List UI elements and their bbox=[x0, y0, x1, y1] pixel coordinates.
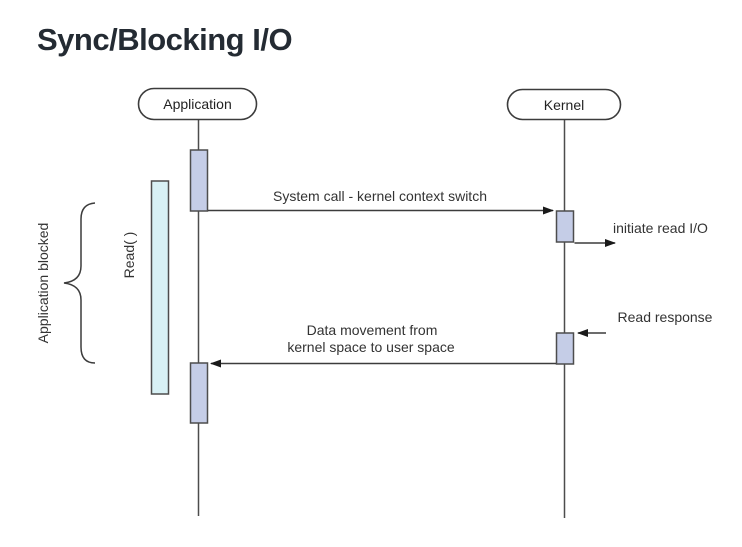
data-movement-label-line1: Data movement from bbox=[307, 322, 438, 338]
data-movement-label-line2: kernel space to user space bbox=[287, 339, 455, 355]
kernel-actor-box bbox=[506, 88, 622, 121]
blocked-brace bbox=[63, 202, 96, 364]
kernel-activation-bar-bottom bbox=[555, 332, 575, 365]
system-call-label: System call - kernel context switch bbox=[273, 188, 487, 204]
kernel-actor-label: Kernel bbox=[544, 97, 584, 113]
blocked-label: Application blocked bbox=[35, 223, 51, 344]
initiate-read-label: initiate read I/O bbox=[613, 220, 708, 236]
read-response-label: Read response bbox=[618, 309, 713, 325]
application-actor-label: Application bbox=[163, 96, 232, 112]
read-call-bar bbox=[150, 180, 170, 395]
read-call-label: Read( ) bbox=[121, 232, 137, 279]
page-title: Sync/Blocking I/O bbox=[37, 22, 293, 57]
kernel-activation-bar-top bbox=[555, 210, 575, 243]
application-activation-bar-bottom bbox=[189, 362, 209, 424]
application-actor-box bbox=[137, 87, 258, 121]
application-activation-bar-top bbox=[189, 149, 209, 212]
